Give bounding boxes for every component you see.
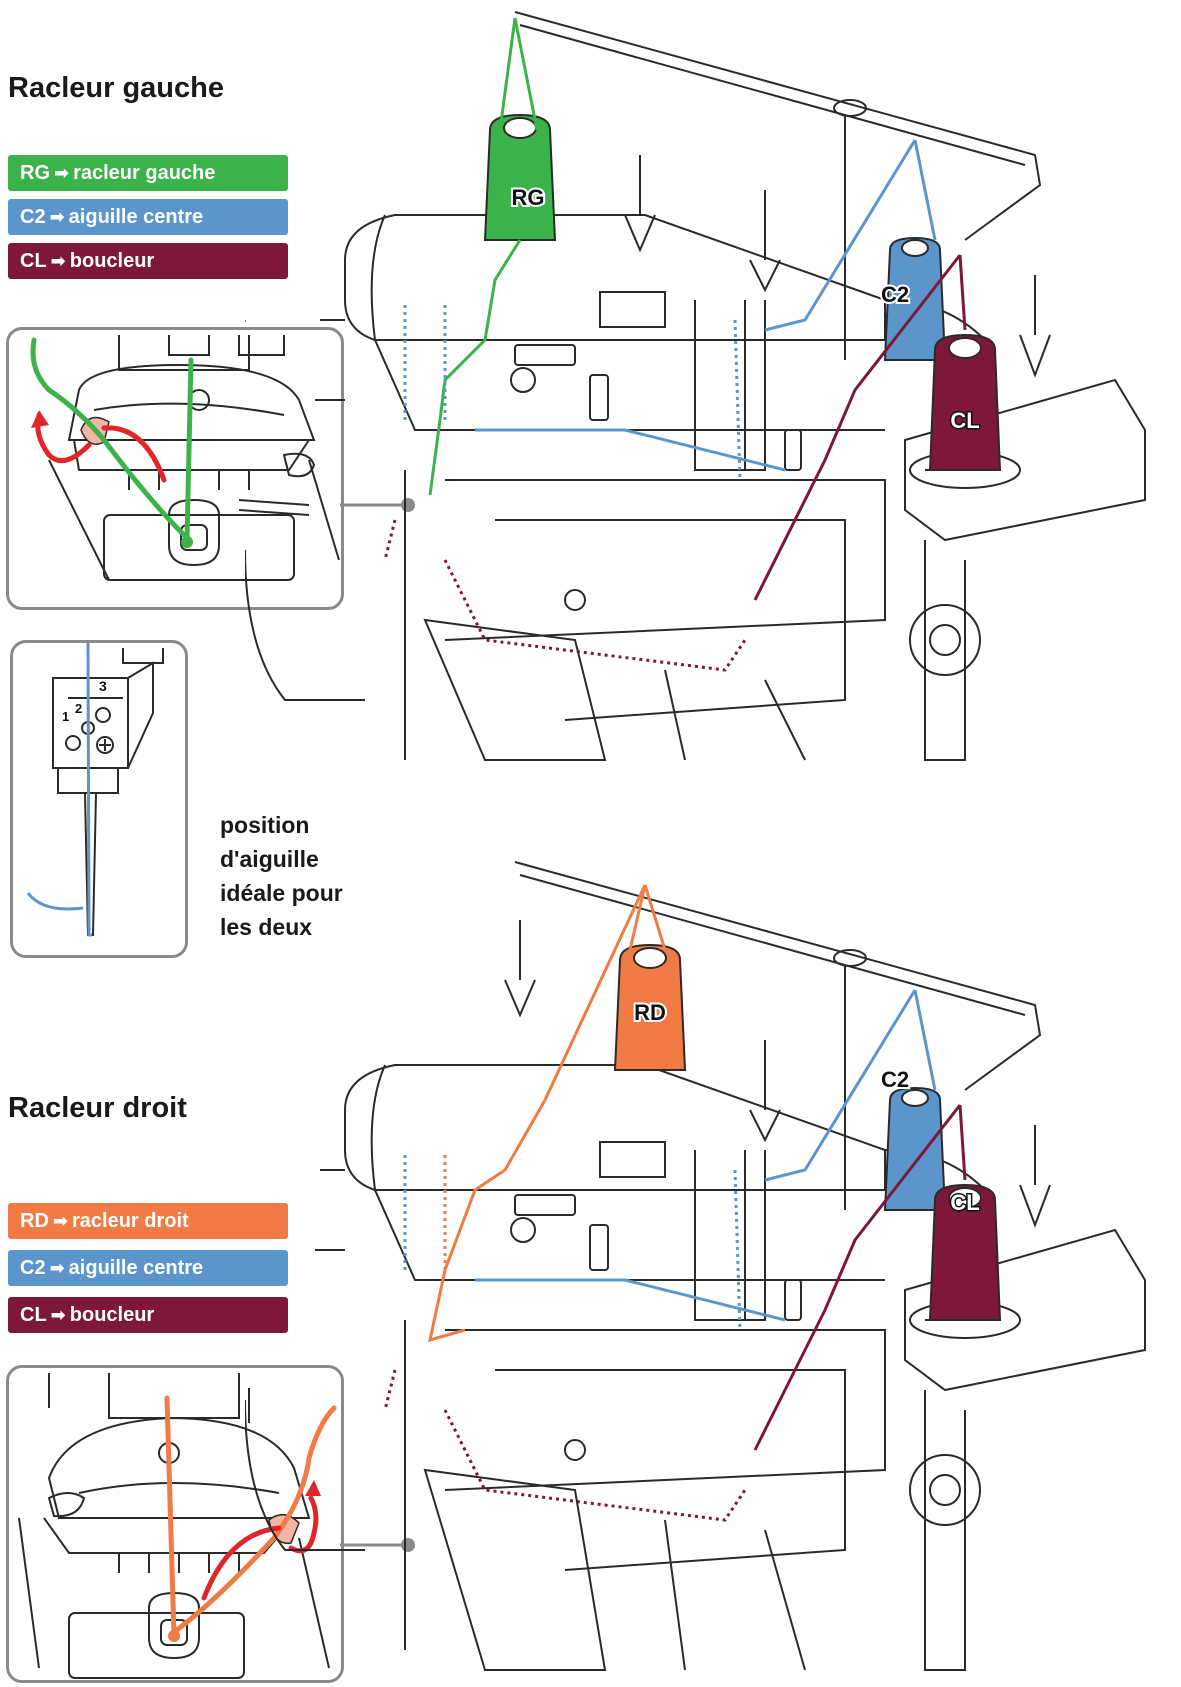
spool-c2: C2 (879, 1065, 947, 1211)
legend-text: aiguille centre (68, 1257, 204, 1279)
legend-text: racleur droit (71, 1210, 189, 1232)
legend-text: boucleur (69, 1304, 155, 1326)
scraper-detail-illustration (30, 335, 340, 581)
needle-position-note: position d'aiguille idéale pour les deux (220, 808, 380, 944)
legend-code: C2 (20, 1257, 46, 1279)
legend-code: CL (20, 1304, 47, 1326)
arrow-right-icon: ➡ (54, 163, 70, 183)
spool-cl: CL (928, 1183, 1002, 1321)
needle-position-1: 1 (62, 709, 69, 724)
legend-code: RG (20, 162, 50, 184)
serger-machine-right-scraper: RD C2 CL (245, 850, 1181, 1687)
arrow-up-icon (31, 410, 49, 428)
spool-label-needle: C2 (881, 282, 909, 307)
legend-text: boucleur (69, 250, 155, 272)
detail-zoom-needle-position: 3 1 2 (10, 640, 188, 958)
legend-item-c2: C2➡aiguille centre (8, 199, 288, 235)
serger-machine-left-scraper: RG C2 CL (245, 0, 1181, 815)
detail-zoom-right-scraper (6, 1365, 344, 1683)
legend-item-cl: CL➡boucleur (8, 243, 288, 279)
legend-item-cl: CL➡boucleur (8, 1297, 288, 1333)
spool-label-needle: C2 (881, 1067, 909, 1092)
needle-position-3: 3 (99, 678, 107, 694)
needle-detail-illustration: 3 1 2 (26, 643, 164, 937)
legend-code: CL (20, 250, 47, 272)
serger-illustration: RG C2 CL (245, 11, 1146, 761)
spool-label-scraper: RD (634, 1000, 666, 1025)
scraper-detail-illustration (18, 1373, 337, 1679)
legend-item-rd: RD➡racleur droit (8, 1203, 288, 1239)
spool-rd: RD (613, 943, 687, 1071)
arrow-up-icon (305, 1480, 321, 1496)
spool-rg: RG (483, 113, 557, 241)
spool-cl: CL (928, 333, 1002, 471)
legend-item-rg: RG➡racleur gauche (8, 155, 288, 191)
arrow-right-icon: ➡ (52, 1211, 68, 1231)
needle-position-2: 2 (75, 701, 82, 716)
section-title-right: Racleur droit (8, 1092, 187, 1124)
spool-label-looper: CL (950, 1190, 979, 1215)
legend-item-c2: C2➡aiguille centre (8, 1250, 288, 1286)
note-line: les deux (220, 914, 313, 940)
legend-code: RD (20, 1210, 49, 1232)
arrow-right-icon: ➡ (50, 251, 66, 271)
legend-text: racleur gauche (73, 162, 216, 184)
legend-text: aiguille centre (68, 206, 204, 228)
arrow-right-icon: ➡ (50, 1305, 66, 1325)
serger-illustration: RD C2 CL (245, 861, 1146, 1671)
arrow-right-icon: ➡ (49, 1258, 65, 1278)
legend-code: C2 (20, 206, 46, 228)
detail-zoom-left-scraper (6, 327, 344, 610)
note-line: idéale pour (220, 880, 343, 906)
note-line: position (220, 812, 310, 838)
note-line: d'aiguille (220, 846, 319, 872)
section-title-left: Racleur gauche (8, 72, 224, 104)
spool-label-looper: CL (950, 408, 979, 433)
spool-label-scraper: RG (512, 185, 545, 210)
spool-c2: C2 (879, 236, 947, 361)
arrow-right-icon: ➡ (49, 207, 65, 227)
